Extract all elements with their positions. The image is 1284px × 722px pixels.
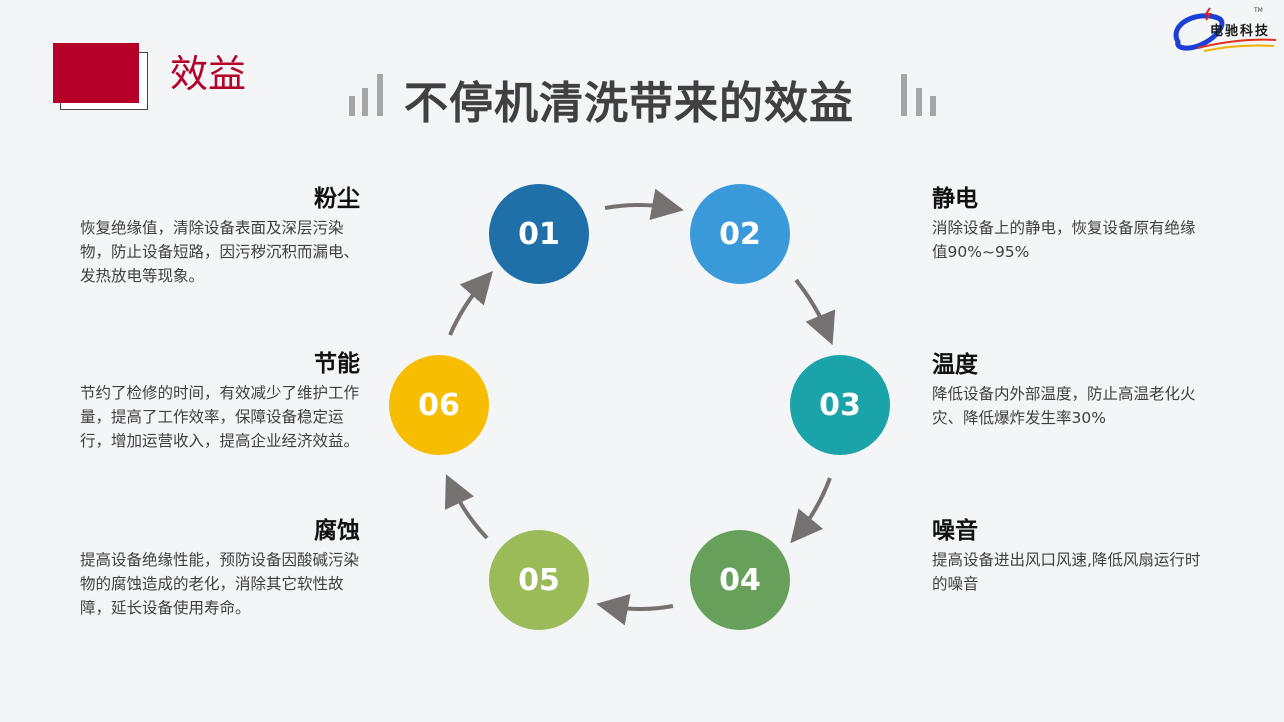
decor-bar: [362, 88, 368, 116]
benefit-dust: 粉尘恢复绝缘值，清除设备表面及深层污染物，防止设备短路，因污秽沉积而漏电、发热放…: [80, 186, 360, 285]
step-circle-06: 06: [389, 355, 489, 455]
page-title: 不停机清洗带来的效益: [404, 78, 854, 129]
logo-text: 电驰科技: [1210, 24, 1271, 39]
arrow-06-01: [448, 270, 493, 336]
decor-bar: [916, 88, 922, 116]
section-title: 效益: [170, 52, 247, 96]
decor-bar: [349, 96, 355, 116]
benefit-energy: 节能节约了检修的时间，有效减少了维护工作量，提高了工作效率，保障设备稳定运行，增…: [80, 351, 360, 450]
decor-bar: [377, 74, 383, 116]
svg-text:TM: TM: [1253, 7, 1263, 14]
benefit-temperature: 温度降低设备内外部温度，防止高温老化火灾、降低爆炸发生率30%: [932, 352, 1196, 427]
benefit-corrosion: 腐蚀提高设备绝缘性能，预防设备因酸碱污染物的腐蚀造成的老化，消除其它软性故障，延…: [80, 518, 360, 617]
arrow-02-03: [794, 278, 836, 346]
logo-icon: TM: [1173, 7, 1277, 52]
benefit-static: 静电消除设备上的静电，恢复设备原有绝缘值90%~95%: [932, 186, 1196, 261]
decor-square-red: [53, 43, 139, 103]
step-circle-03: 03: [790, 355, 890, 455]
step-circle-01: 01: [489, 184, 589, 284]
arrow-01-02: [604, 188, 684, 221]
step-circle-02: 02: [690, 184, 790, 284]
step-circle-05: 05: [489, 530, 589, 630]
arrow-05-06: [444, 474, 489, 540]
step-circle-04: 04: [690, 530, 790, 630]
decor-bar: [930, 96, 936, 116]
decor-bar: [901, 74, 907, 116]
arrow-04-05: [596, 593, 674, 626]
benefit-noise: 噪音提高设备进出风口风速,降低风扇运行时的噪音: [932, 518, 1201, 593]
arrow-03-04: [790, 477, 832, 544]
